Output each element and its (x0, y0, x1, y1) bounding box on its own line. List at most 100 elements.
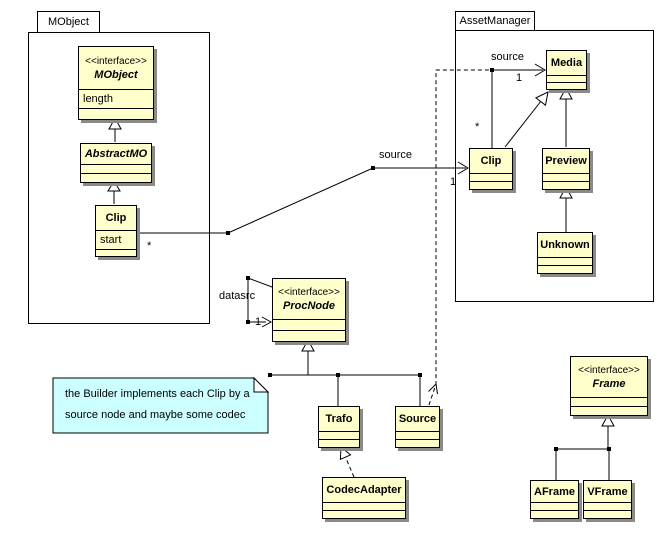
attribute-item: length (79, 89, 153, 108)
generalization-abstractmo-mobject[interactable] (108, 116, 122, 142)
note-line-2: source node and maybe some codec (65, 409, 246, 421)
empty-compartment (547, 75, 586, 82)
empty-compartment (96, 249, 136, 256)
association-datasrc-procnode[interactable] (246, 276, 273, 328)
empty-compartment (547, 82, 586, 89)
empty-compartment (571, 406, 647, 415)
generalization-preview-media[interactable] (559, 86, 573, 147)
stereotype-label: <<interface>> (578, 364, 640, 376)
package-tab-assetmanager[interactable]: AssetManager (455, 11, 535, 31)
label-source-long-assoc[interactable]: source (379, 149, 413, 161)
generalization-unknown-preview[interactable] (559, 185, 573, 232)
name-compartment: Preview (543, 149, 589, 173)
name-compartment: AbstractMO (81, 144, 151, 164)
class-codecadapter[interactable]: CodecAdapter (322, 477, 406, 519)
name-compartment: Clip (470, 149, 512, 173)
class-name: AbstractMO (84, 148, 148, 160)
dependency-source-association[interactable] (428, 69, 493, 406)
name-compartment: Source (396, 407, 439, 431)
empty-compartment (538, 257, 592, 265)
empty-compartment (531, 510, 578, 518)
class-name: AFrame (534, 485, 575, 498)
class-name: Clip (105, 212, 127, 224)
stereotype-label: <<interface>> (85, 55, 147, 67)
name-compartment: Media (547, 51, 586, 75)
class-name: CodecAdapter (326, 484, 402, 496)
empty-compartment (396, 431, 439, 439)
class-procnode[interactable]: <<interface>>ProcNode (272, 278, 346, 342)
realization-codecadapter-trafo[interactable] (339, 445, 355, 478)
empty-compartment (571, 397, 647, 406)
label-source-clip-media[interactable]: source (491, 51, 525, 63)
label-mult-star-clip-mobject[interactable]: * (147, 240, 152, 252)
empty-compartment (584, 502, 631, 510)
class-media[interactable]: Media (546, 50, 587, 90)
class-name: Unknown (540, 239, 590, 251)
class-name: VFrame (587, 485, 628, 498)
association-source-clip-clip[interactable] (136, 161, 469, 235)
name-compartment: <<interface>>Frame (571, 357, 647, 397)
generalization-clip-abstractmo[interactable] (107, 180, 121, 204)
class-name: Frame (592, 377, 626, 390)
empty-compartment (273, 330, 345, 341)
class-preview[interactable]: Preview (542, 148, 590, 190)
empty-compartment (319, 431, 359, 439)
label-mult-1-clip-assetmanager[interactable]: 1 (450, 176, 457, 188)
class-name: Preview (545, 155, 587, 167)
name-compartment: AFrame (531, 481, 578, 502)
empty-compartment (79, 108, 153, 119)
empty-compartment (396, 439, 439, 447)
empty-compartment (543, 173, 589, 181)
empty-compartment (531, 502, 578, 510)
class-name: ProcNode (283, 299, 335, 312)
class-name: Clip (480, 155, 502, 167)
stereotype-label: <<interface>> (278, 286, 340, 298)
class-clip-mobject[interactable]: Clip start (95, 205, 137, 257)
generalization-tree-frame[interactable] (554, 413, 615, 480)
empty-compartment (470, 181, 512, 189)
package-tab-mobject[interactable]: MObject (37, 11, 100, 33)
empty-compartment (81, 164, 151, 173)
empty-compartment (470, 173, 512, 181)
attribute-item: start (96, 230, 136, 249)
note-line-1: the Builder implements each Clip by a (65, 388, 250, 400)
label-mult-1-media[interactable]: 1 (516, 72, 523, 84)
package-label-assetmanager: AssetManager (459, 15, 531, 27)
class-aframe[interactable]: AFrame (530, 480, 579, 519)
name-compartment: CodecAdapter (323, 478, 405, 502)
empty-compartment (323, 510, 405, 518)
generalization-clip-media[interactable] (504, 91, 549, 148)
note-shape[interactable] (52, 376, 270, 434)
class-abstractmo[interactable]: AbstractMO (80, 143, 152, 183)
empty-compartment (81, 173, 151, 182)
empty-compartment (543, 181, 589, 189)
empty-compartment (323, 502, 405, 510)
class-frame[interactable]: <<interface>>Frame (570, 356, 648, 416)
label-mult-1-datasrc[interactable]: 1 (255, 316, 262, 328)
name-compartment: Unknown (538, 233, 592, 257)
class-trafo[interactable]: Trafo (318, 406, 360, 448)
name-compartment: <<interface>>ProcNode (273, 279, 345, 319)
class-name: Trafo (325, 413, 353, 425)
name-compartment: <<interface>>MObject (79, 47, 153, 89)
class-source[interactable]: Source (395, 406, 440, 448)
empty-compartment (538, 265, 592, 273)
name-compartment: VFrame (584, 481, 631, 502)
package-label-mobject: MObject (48, 16, 89, 28)
name-compartment: Clip (96, 206, 136, 230)
note-text[interactable]: the Builder implements each Clip by a so… (65, 384, 265, 426)
empty-compartment (319, 439, 359, 447)
empty-compartment (584, 510, 631, 518)
label-datasrc-assoc[interactable]: datasrc (219, 290, 256, 302)
label-mult-star-clip-assetmanager[interactable]: * (475, 121, 480, 133)
class-clip-assetmanager[interactable]: Clip (469, 148, 513, 190)
class-unknown[interactable]: Unknown (537, 232, 593, 274)
generalization-tree-procnode[interactable] (268, 338, 422, 406)
class-name: Media (550, 57, 583, 69)
name-compartment: Trafo (319, 407, 359, 431)
class-name: MObject (94, 68, 138, 81)
class-vframe[interactable]: VFrame (583, 480, 632, 519)
